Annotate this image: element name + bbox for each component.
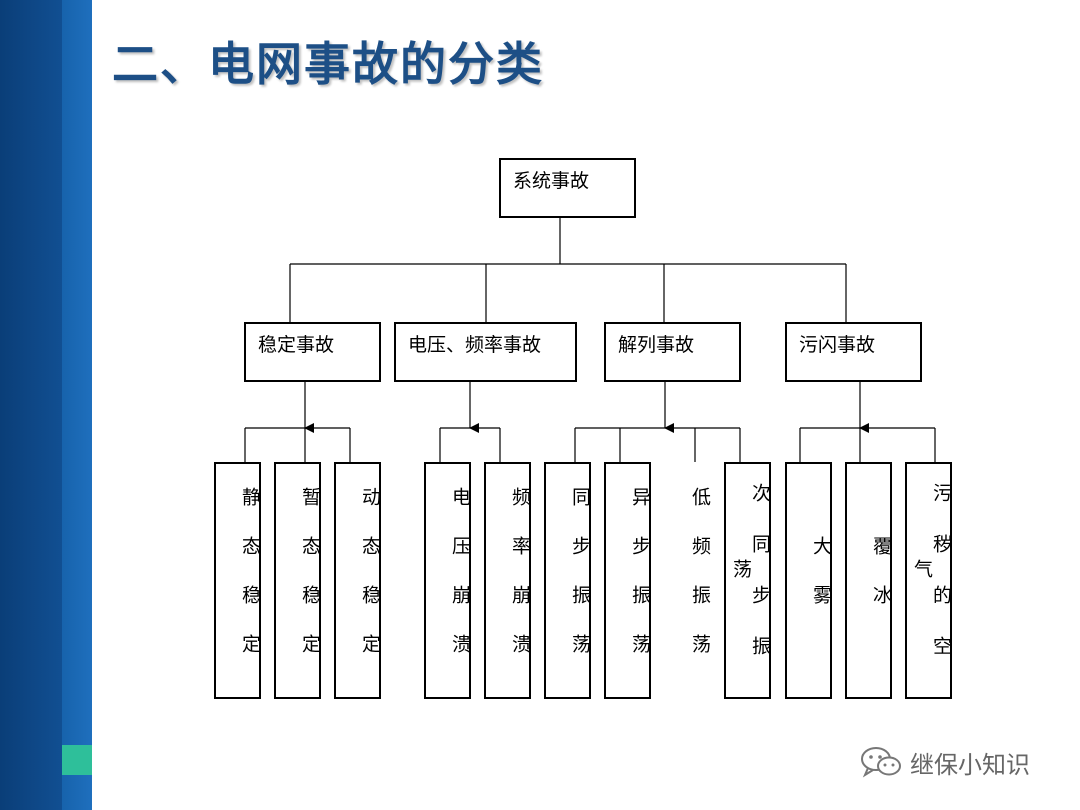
slide-title: 二、电网事故的分类 [112, 37, 544, 91]
leaf-node: 暂态稳定 [274, 462, 321, 699]
leaf-node: 动态稳定 [334, 462, 381, 699]
leaf-node: 低频振荡 [664, 462, 711, 699]
leaf-node: 大雾 [785, 462, 832, 699]
left-band-inner [0, 0, 62, 810]
root-node: 系统事故 [499, 158, 636, 218]
watermark-text: 继保小知识 [910, 750, 1030, 779]
category-node-pollution-flashover: 污闪事故 [785, 322, 922, 382]
leaf-node: 同步振荡 [544, 462, 591, 699]
leaf-node: 次同步振荡 [724, 462, 771, 699]
accent-square [62, 745, 92, 775]
left-decorative-band [0, 0, 92, 810]
leaf-node: 覆冰 [845, 462, 892, 699]
leaf-node: 异步振荡 [604, 462, 651, 699]
leaf-node: 污秽的空气 [905, 462, 952, 699]
category-node-splitting: 解列事故 [604, 322, 741, 382]
watermark: 继保小知识 [860, 742, 1030, 782]
category-node-stability: 稳定事故 [244, 322, 381, 382]
wechat-icon [861, 747, 901, 778]
leaf-node: 静态稳定 [214, 462, 261, 699]
category-node-voltage-frequency: 电压、频率事故 [394, 322, 577, 382]
leaf-node: 频率崩溃 [484, 462, 531, 699]
leaf-node: 电压崩溃 [424, 462, 471, 699]
